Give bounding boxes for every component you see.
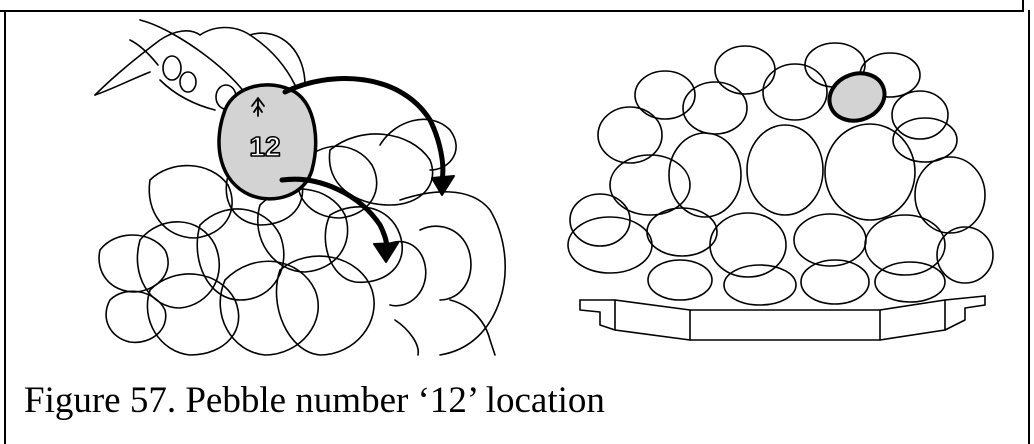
figure-caption: Figure 57. Pebble number ‘12’ location bbox=[24, 380, 605, 421]
frame-right-border bbox=[1028, 10, 1030, 444]
installed-pile-drawing bbox=[567, 42, 994, 341]
hand-and-pile-drawing bbox=[94, 19, 506, 356]
pebble-number-label: 12 bbox=[249, 131, 280, 162]
previous-figure-border bbox=[0, 0, 1024, 12]
frame-left-border bbox=[4, 10, 6, 444]
